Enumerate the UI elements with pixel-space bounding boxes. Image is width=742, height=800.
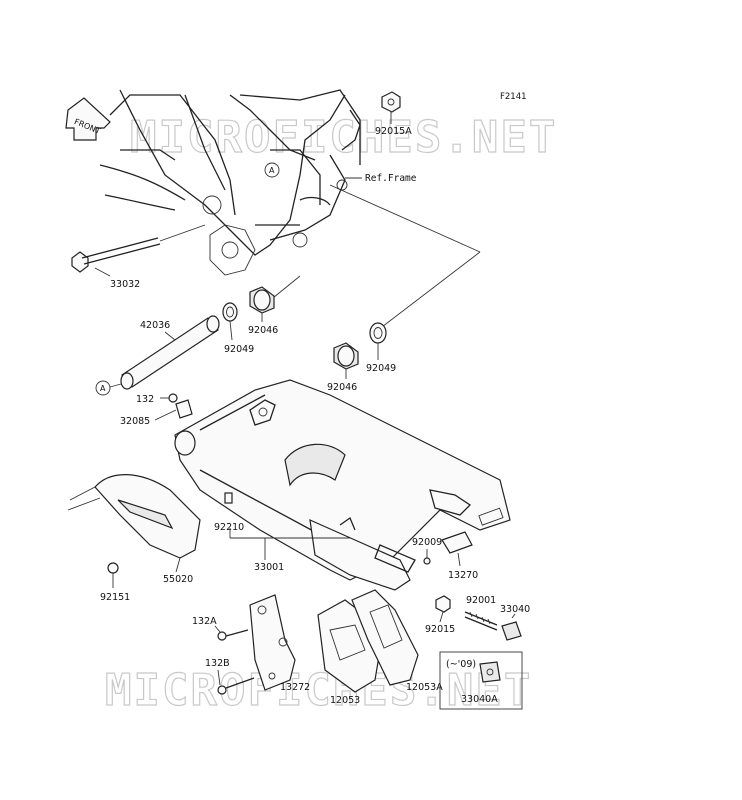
label-92009: 92009 bbox=[412, 537, 442, 548]
plate-13272 bbox=[249, 594, 296, 691]
label-33001: 33001 bbox=[254, 562, 284, 573]
callout-a-sleeve-label: A bbox=[100, 384, 106, 393]
label-13270: 13270 bbox=[448, 570, 478, 581]
label-12053: 12053 bbox=[330, 695, 360, 706]
label-33032: 33032 bbox=[110, 279, 140, 290]
chain-guard-55020 bbox=[67, 474, 201, 559]
frame-drawing bbox=[99, 89, 361, 276]
guide-32085 bbox=[154, 399, 193, 421]
ref-frame-label: Ref.Frame bbox=[365, 173, 417, 184]
label-92151: 92151 bbox=[100, 592, 130, 603]
label-42036: 42036 bbox=[140, 320, 170, 331]
chain-guide-12053A bbox=[351, 589, 419, 686]
seal-92049-upper bbox=[222, 302, 238, 322]
block-13270 bbox=[441, 531, 473, 567]
label-33040: 33040 bbox=[500, 604, 530, 615]
label-92015: 92015 bbox=[425, 624, 455, 635]
label-92001: 92001 bbox=[466, 595, 496, 606]
bolt-132B bbox=[217, 677, 255, 695]
label-132B: 132B bbox=[205, 658, 230, 669]
fitting-92210 bbox=[224, 492, 233, 504]
sleeve-42036 bbox=[120, 315, 220, 390]
variant-box-33040A: (~'09) 33040A bbox=[439, 651, 523, 710]
screw-92151 bbox=[107, 562, 119, 588]
callout-a-frame-label: A bbox=[269, 166, 275, 175]
front-arrow-icon: FRONT bbox=[65, 97, 111, 141]
bolt-132A bbox=[217, 629, 249, 641]
seal-92049-lower bbox=[369, 322, 387, 344]
callout-a-frame: A bbox=[264, 162, 280, 178]
label-92046-lower: 92046 bbox=[327, 382, 357, 393]
figure-id: F2141 bbox=[500, 92, 527, 102]
label-92046-upper: 92046 bbox=[248, 325, 278, 336]
nut-92015A bbox=[381, 91, 401, 124]
bolt-92001 bbox=[464, 611, 498, 631]
label-12053A: 12053A bbox=[406, 682, 443, 693]
variant-note: (~'09) bbox=[446, 659, 476, 670]
label-132A: 132A bbox=[192, 616, 217, 627]
watermark-bottom: MICROFICHES.NET bbox=[105, 665, 532, 716]
bearing-92046-lower bbox=[333, 342, 359, 370]
label-132: 132 bbox=[136, 394, 154, 405]
plate-33040 bbox=[501, 613, 522, 641]
bolt-132 bbox=[160, 393, 178, 403]
label-92015A: 92015A bbox=[375, 126, 412, 137]
label-92210: 92210 bbox=[214, 522, 244, 533]
label-13272: 13272 bbox=[280, 682, 310, 693]
bearing-92046-upper bbox=[249, 286, 275, 314]
label-92049-upper: 92049 bbox=[224, 344, 254, 355]
label-32085: 32085 bbox=[120, 416, 150, 427]
label-33040A: 33040A bbox=[461, 694, 498, 705]
bolt-92009 bbox=[423, 549, 431, 565]
swingarm-33001 bbox=[174, 379, 511, 591]
nut-92015 bbox=[435, 595, 451, 613]
label-55020: 55020 bbox=[163, 574, 193, 585]
callout-a-sleeve: A bbox=[95, 380, 122, 396]
label-92049-lower: 92049 bbox=[366, 363, 396, 374]
pivot-bolt-33032 bbox=[71, 224, 206, 273]
